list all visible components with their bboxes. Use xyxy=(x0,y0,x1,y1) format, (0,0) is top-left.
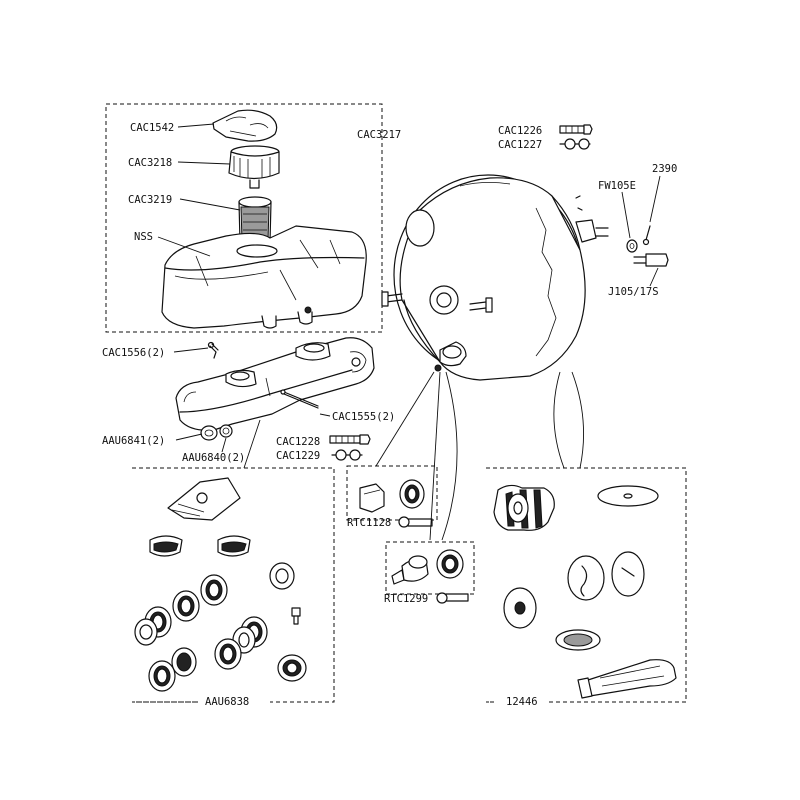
washer-fw105e xyxy=(626,239,638,253)
label-cac1555: CAC1555(2) xyxy=(332,411,395,423)
servo-kit-outline xyxy=(486,467,687,703)
label-rtc1128: RTC1128 xyxy=(347,517,391,529)
label-cac1228: CAC1228 xyxy=(276,436,320,448)
fluid-reservoir xyxy=(161,225,367,329)
label-cac1229: CAC1229 xyxy=(276,450,320,462)
clevis-pin-2390 xyxy=(642,225,651,246)
screw-rtc1128 xyxy=(398,516,433,528)
link-servo-to-kit-a xyxy=(553,371,565,469)
label-cac1227: CAC1227 xyxy=(498,139,542,151)
clevis-bolt-j105 xyxy=(633,253,669,267)
label-cac1556: CAC1556(2) xyxy=(102,347,165,359)
outlet-plug xyxy=(200,424,233,441)
nut-cac1227 xyxy=(559,138,591,150)
check-valve xyxy=(359,479,425,513)
label-cac3219: CAC3219 xyxy=(128,194,172,206)
brake-servo xyxy=(381,174,609,381)
label-cac3218: CAC3218 xyxy=(128,157,172,169)
label-fw105e: FW105E xyxy=(598,180,636,192)
link-servo-to-rtc1299b xyxy=(441,371,458,541)
link-servo-to-rtc1299 xyxy=(429,371,441,541)
filler-cap-body xyxy=(228,145,280,189)
label-cac3217: CAC3217 xyxy=(357,129,401,141)
label-rtc1299: RTC1299 xyxy=(384,593,428,605)
bolt-cac1228 xyxy=(329,434,371,445)
rtc1128-kit-outline xyxy=(346,465,438,521)
retaining-pin xyxy=(280,389,319,409)
nut-cac1229 xyxy=(331,449,363,461)
label-j105-17s: J105/17S xyxy=(608,286,659,298)
label-aau6840: AAU6840(2) xyxy=(182,452,245,464)
seal-kit-outline xyxy=(132,467,335,703)
master-cylinder xyxy=(175,337,375,431)
label-cac1542: CAC1542 xyxy=(130,122,174,134)
grease-sachet xyxy=(167,477,241,521)
label-nss: NSS xyxy=(134,231,153,243)
bolt-cac1226 xyxy=(559,124,593,135)
split-pin xyxy=(207,341,219,359)
label-cac1226: CAC1226 xyxy=(498,125,542,137)
label-aau6841: AAU6841(2) xyxy=(102,435,165,447)
seals-group xyxy=(134,535,307,692)
label-2390: 2390 xyxy=(652,163,677,175)
link-servo-to-rtc1128 xyxy=(375,371,435,467)
servo-kit-parts xyxy=(493,484,677,699)
label-aau6838: AAU6838 xyxy=(205,696,249,708)
screw-rtc1299 xyxy=(436,592,469,604)
non-return-valve xyxy=(391,549,464,585)
label-12446: 12446 xyxy=(506,696,538,708)
link-servo-to-kit-b xyxy=(571,371,584,469)
filler-cap-top xyxy=(212,109,278,142)
rtc1299-kit-outline xyxy=(385,541,475,595)
